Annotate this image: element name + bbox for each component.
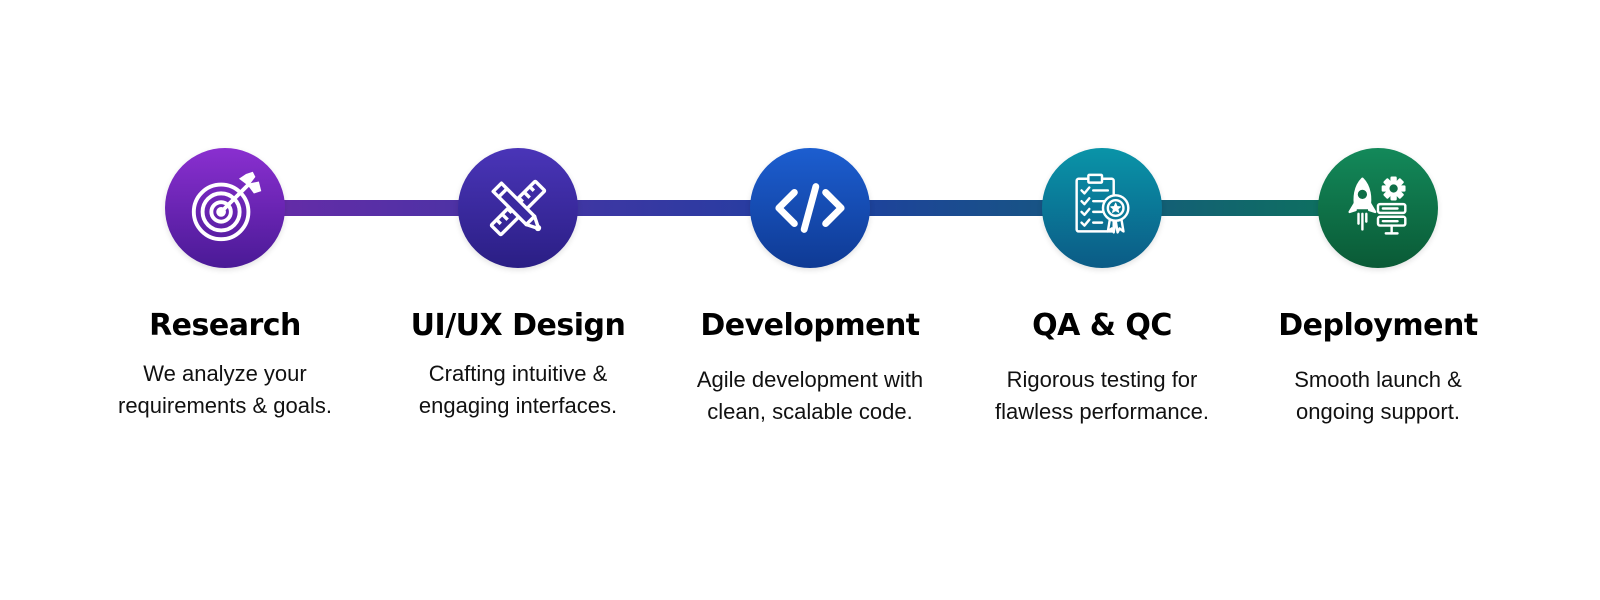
step-deployment: Deployment Smooth launch & ongoing suppo… — [1233, 0, 1523, 600]
step-description: Smooth launch & ongoing support. — [1294, 367, 1462, 424]
rocket-gear-icon — [1348, 176, 1407, 235]
step-node — [458, 148, 578, 268]
step-title: Deployment — [1278, 308, 1478, 343]
step-node — [1042, 148, 1162, 268]
step-qa-qc: QA & QC Rigorous testing for flawless pe… — [957, 0, 1247, 600]
step-node — [750, 148, 870, 268]
target-arrow-icon — [191, 171, 262, 242]
step-title: QA & QC — [1032, 308, 1172, 343]
step-research: Research We analyze your requirements & … — [80, 0, 370, 600]
step-description: Rigorous testing for flawless performanc… — [995, 367, 1209, 424]
step-description: Crafting intuitive & engaging interfaces… — [418, 361, 618, 418]
step-description: We analyze your requirements & goals. — [118, 361, 332, 418]
code-icon — [775, 183, 845, 233]
step-ui-ux-design: UI/UX Design Crafting intuitive & engagi… — [373, 0, 663, 600]
step-title: UI/UX Design — [410, 308, 626, 343]
step-node — [1318, 148, 1438, 268]
step-title: Research — [149, 308, 301, 343]
step-title: Development — [700, 308, 920, 343]
pencil-ruler-icon — [489, 179, 547, 237]
checklist-badge-icon — [1075, 173, 1130, 234]
step-description: Agile development with clean, scalable c… — [696, 367, 924, 424]
step-development: Development Agile development with clean… — [665, 0, 955, 600]
step-node — [165, 148, 285, 268]
